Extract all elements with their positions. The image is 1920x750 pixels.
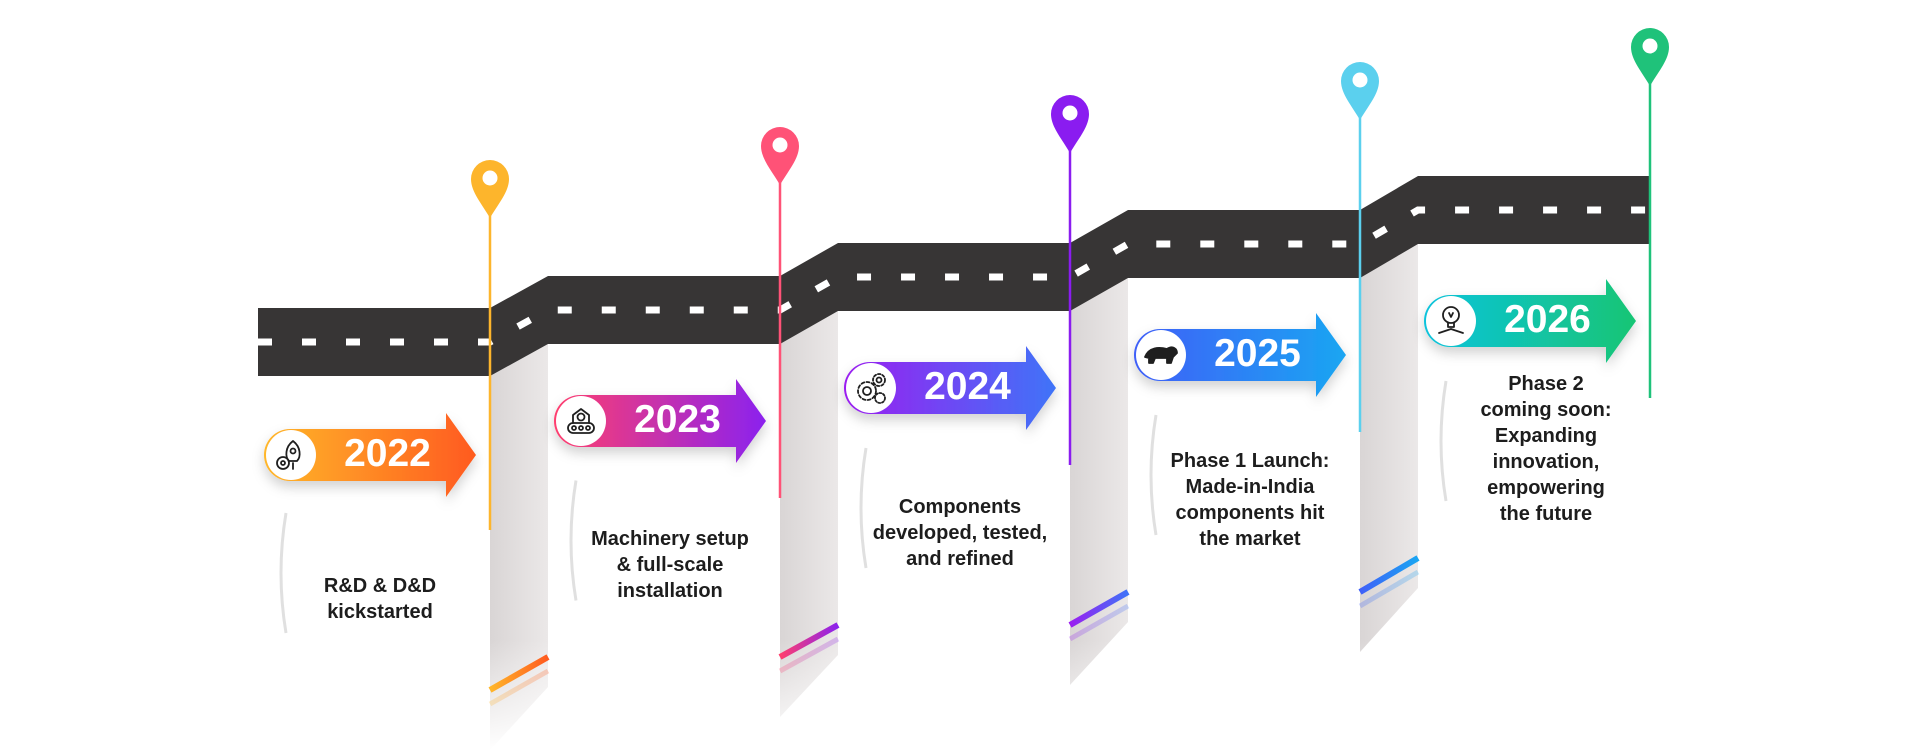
ground-connector — [488, 654, 550, 693]
ground-connector — [778, 622, 840, 660]
milestone-year: 2025 — [1214, 332, 1301, 375]
machinery-icon — [567, 408, 595, 434]
location-pin-icon — [1341, 62, 1379, 120]
location-pin-icon — [761, 127, 799, 185]
india-lion-icon — [1144, 346, 1178, 364]
ground-connector-reflection — [778, 636, 840, 674]
icon-badge — [266, 430, 316, 480]
gears-icon — [857, 373, 886, 404]
step-wall — [1360, 244, 1418, 652]
location-pin-dot — [1642, 38, 1658, 54]
milestone-year: 2026 — [1504, 298, 1591, 341]
year-arrow — [554, 379, 766, 463]
location-pin-dot — [1062, 105, 1078, 121]
icon-badge — [1426, 296, 1476, 346]
milestone-description: R&D & D&D kickstarted — [323, 574, 437, 623]
road-center-line — [258, 206, 1650, 346]
milestone-description: Phase 2 coming soon: Expanding innovatio… — [1480, 373, 1612, 525]
ground-connector-reflection — [1358, 569, 1420, 609]
year-arrow — [264, 413, 476, 497]
step-wall — [780, 311, 838, 717]
milestone-description: Machinery setup & full-scale installatio… — [591, 528, 749, 602]
card-edge-shadow — [1149, 414, 1158, 536]
rocket-gear-icon — [276, 440, 301, 470]
card-edge-shadow — [859, 447, 868, 569]
card-edge-shadow — [279, 512, 288, 634]
milestone-year: 2024 — [924, 365, 1011, 408]
location-pin-icon — [1051, 95, 1089, 153]
year-arrow — [1134, 313, 1346, 397]
ground-connector-reflection — [488, 668, 550, 707]
card-edge-shadow — [1439, 380, 1448, 502]
location-pin-dot — [482, 170, 498, 186]
location-pin-icon — [471, 160, 509, 218]
icon-badge — [846, 363, 896, 413]
milestone-description: Components developed, tested, and refine… — [872, 495, 1048, 570]
location-pin-dot — [772, 137, 788, 153]
bottom-fade — [200, 640, 1700, 750]
milestone-year: 2023 — [634, 398, 721, 441]
location-pin-dot — [1352, 72, 1368, 88]
location-pin-icon — [1631, 28, 1669, 86]
card-edge-shadow — [569, 480, 578, 601]
idea-bulb-icon — [1438, 306, 1464, 334]
ground-connector — [1358, 555, 1420, 595]
ground-connector-reflection — [1068, 603, 1130, 642]
year-arrow — [1424, 279, 1636, 363]
milestone-year: 2022 — [344, 432, 431, 475]
year-arrow — [844, 346, 1056, 430]
step-wall — [1070, 278, 1128, 685]
ground-connector — [1068, 589, 1130, 628]
milestone-description: Phase 1 Launch: Made-in-India components… — [1170, 449, 1330, 550]
